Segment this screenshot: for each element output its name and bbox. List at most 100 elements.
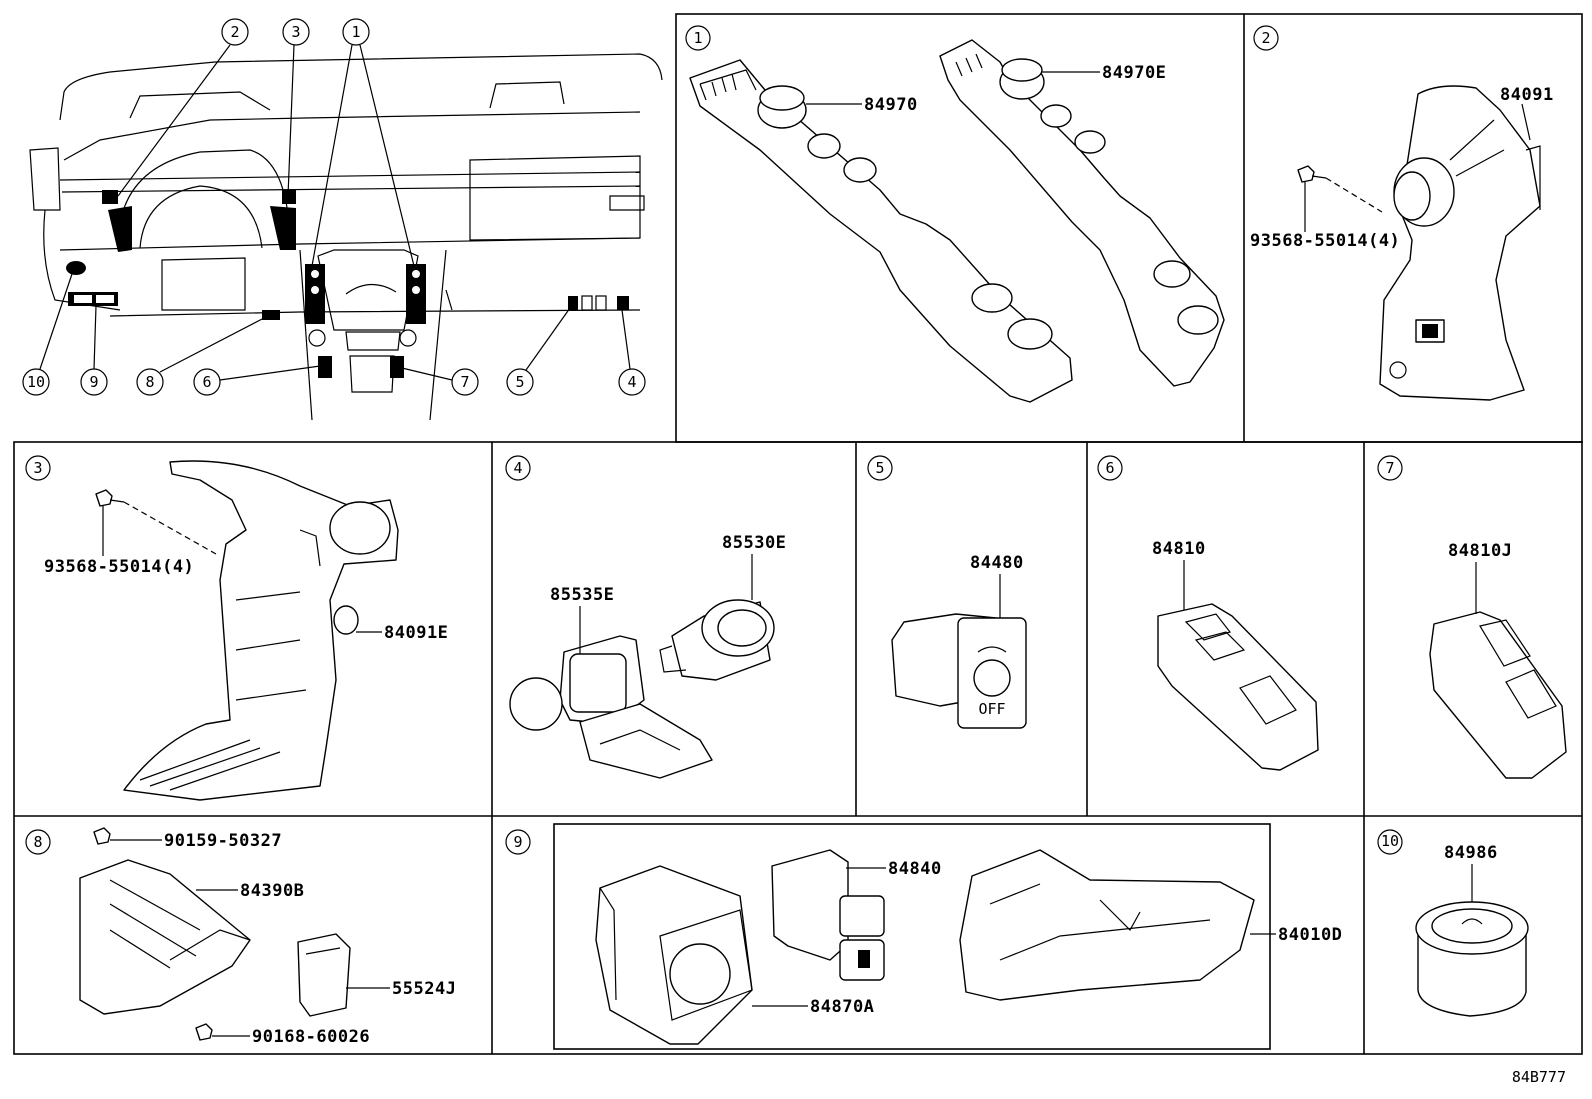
svg-text:85535E: 85535E: [550, 585, 614, 605]
bezel-84390b: [79, 859, 251, 1015]
svg-text:84480: 84480: [970, 553, 1024, 573]
svg-text:1: 1: [693, 29, 702, 47]
svg-text:9: 9: [89, 373, 98, 391]
panel-badge: [685, 25, 711, 51]
svg-text:6: 6: [202, 373, 211, 391]
screw-90168-60026: 90168-60026: [195, 1023, 370, 1047]
overview-callout-5: 5: [506, 307, 571, 396]
overview-callout-2: 2: [117, 18, 249, 197]
svg-text:84810: 84810: [1152, 539, 1206, 559]
svg-text:90159-50327: 90159-50327: [164, 831, 282, 851]
callout-84810j: 84810J: [1448, 541, 1512, 614]
callout-55524j: 55524J: [346, 979, 456, 999]
overview-callout-4: 4: [618, 309, 646, 396]
svg-text:93568-55014(4): 93568-55014(4): [1250, 231, 1400, 251]
overview-callouts: 2 3 1 10 9 8: [22, 18, 646, 396]
callout-84480: 84480: [970, 553, 1024, 618]
callout-85535e: 85535E: [550, 585, 614, 654]
svg-text:84870A: 84870A: [810, 997, 874, 1017]
panel-1: 1 84970 84: [685, 25, 1225, 403]
svg-text:4: 4: [627, 373, 636, 391]
cover-55524j: [297, 933, 351, 1017]
panel-6: 6 84810: [1097, 455, 1319, 771]
svg-text:2: 2: [230, 23, 239, 41]
panel-4: 4 85530E 85535E: [505, 455, 786, 779]
switch-84840: [771, 849, 885, 981]
switch-84480: OFF: [891, 613, 1027, 729]
callout-85530e: 85530E: [722, 533, 786, 600]
callout-84810: 84810: [1152, 539, 1206, 610]
panel-8: 8 90159-50327 84390B 55524J 90168-60026: [25, 827, 456, 1047]
svg-text:84840: 84840: [888, 859, 942, 879]
window-switch-84810j: [1429, 611, 1567, 779]
svg-text:85530E: 85530E: [722, 533, 786, 553]
svg-text:10: 10: [27, 373, 45, 391]
svg-text:55524J: 55524J: [392, 979, 456, 999]
screw-93568-55014: 93568-55014(4): [1250, 165, 1400, 251]
power-outlet-85530e: [659, 599, 775, 681]
callout-84970: 84970: [806, 95, 918, 115]
power-outlet-85535e: [509, 635, 713, 779]
svg-text:6: 6: [1105, 459, 1114, 477]
svg-text:90168-60026: 90168-60026: [252, 1027, 370, 1047]
svg-text:5: 5: [875, 459, 884, 477]
svg-text:OFF: OFF: [978, 700, 1005, 718]
overview-callout-8: 8: [136, 317, 265, 396]
svg-text:9: 9: [513, 833, 522, 851]
callout-84091: 84091: [1500, 85, 1554, 141]
svg-text:84091: 84091: [1500, 85, 1554, 105]
panel-5: 5 OFF 84480: [867, 455, 1027, 729]
callout-84970e: 84970E: [1042, 63, 1166, 83]
svg-text:84390B: 84390B: [240, 881, 304, 901]
svg-text:8: 8: [33, 833, 42, 851]
switch-bezel-84010d: [959, 849, 1255, 1001]
svg-text:93568-55014(4): 93568-55014(4): [44, 557, 194, 577]
overview-callout-1: 1: [311, 18, 415, 267]
climate-control-panel-84970: [689, 59, 1073, 403]
svg-text:3: 3: [33, 459, 42, 477]
drawing-code: 84B777: [1512, 1068, 1566, 1086]
callout-84986: 84986: [1444, 843, 1498, 902]
callout-84091e: 84091E: [356, 623, 448, 643]
svg-text:7: 7: [1385, 459, 1394, 477]
panel-7: 7 84810J: [1377, 455, 1567, 779]
overview-callout-9: 9: [80, 305, 108, 396]
svg-text:5: 5: [515, 373, 524, 391]
panel-10: 10 84986: [1377, 829, 1529, 1017]
callout-84010d: 84010D: [1250, 925, 1342, 945]
svg-text:8: 8: [145, 373, 154, 391]
svg-text:1: 1: [351, 23, 360, 41]
callout-84870a: 84870A: [752, 997, 874, 1017]
dashboard-overview: [29, 53, 663, 421]
panel-grid: [13, 13, 1583, 1055]
overview-callout-10: 10: [22, 273, 73, 396]
climate-control-panel-84970e: [939, 39, 1225, 387]
panel-3: 3 93568-55014(4) 84091E: [25, 455, 448, 801]
svg-text:2: 2: [1261, 29, 1270, 47]
screw-93568-55014-p3: 93568-55014(4): [44, 489, 217, 577]
svg-text:84810J: 84810J: [1448, 541, 1512, 561]
window-switch-84810: [1157, 603, 1319, 771]
svg-text:3: 3: [291, 23, 300, 41]
overview-callout-3: 3: [282, 18, 310, 197]
panel-2: 2 84091 93568-55014(4): [1250, 25, 1554, 401]
combination-switch-84091e: [123, 460, 399, 801]
svg-text:84091E: 84091E: [384, 623, 448, 643]
svg-text:10: 10: [1381, 832, 1399, 850]
panel-9: 9 84870A 84840 84010D: [505, 829, 1342, 1045]
svg-text:4: 4: [513, 459, 522, 477]
svg-text:84986: 84986: [1444, 843, 1498, 863]
combination-switch-84091: [1379, 85, 1541, 401]
screw-90159-50327: 90159-50327: [93, 827, 282, 851]
svg-text:84970: 84970: [864, 95, 918, 115]
overview-callout-7: 7: [401, 367, 479, 396]
svg-text:7: 7: [460, 373, 469, 391]
mirror-switch-84870a: [595, 865, 753, 1045]
callout-84390b: 84390B: [196, 881, 304, 901]
start-switch-84986: [1415, 901, 1529, 1017]
overview-callout-6: 6: [193, 365, 321, 396]
svg-text:84010D: 84010D: [1278, 925, 1342, 945]
callout-84840: 84840: [846, 859, 942, 879]
svg-text:84970E: 84970E: [1102, 63, 1166, 83]
